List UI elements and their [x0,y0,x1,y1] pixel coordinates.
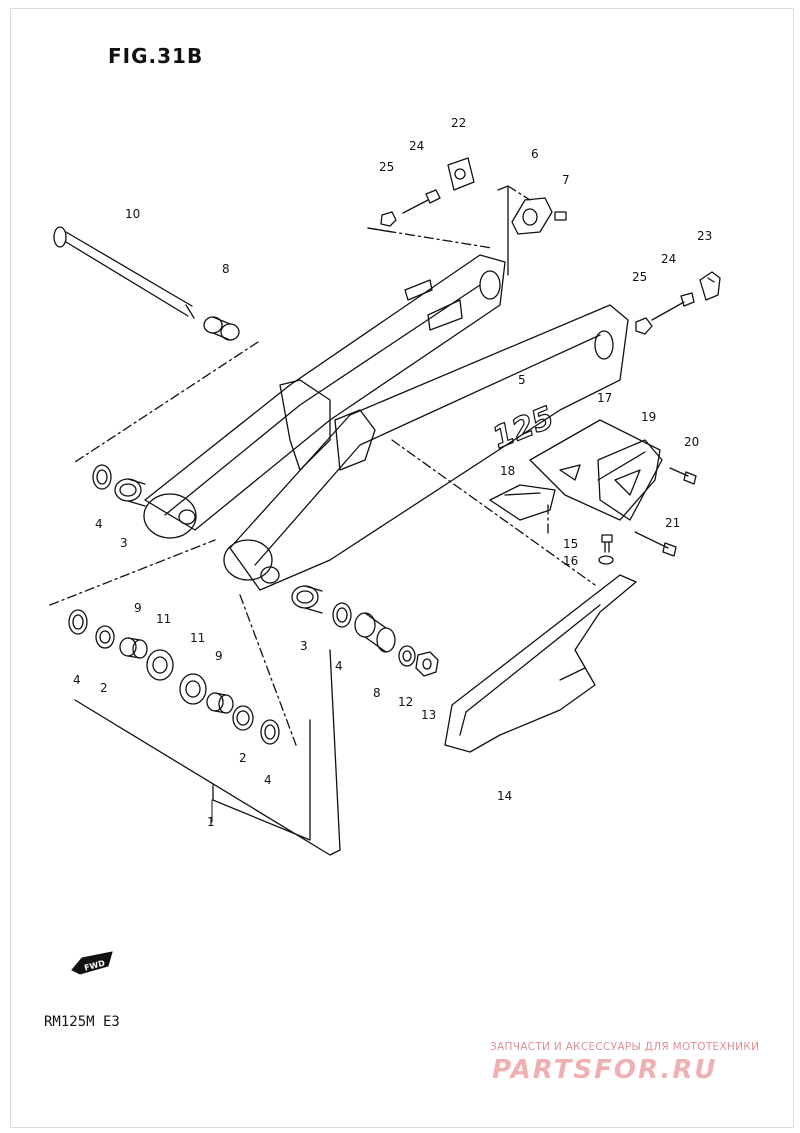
part-label-17: 17 [597,391,612,405]
washer-2b [232,705,254,731]
part-label-13: 13 [421,708,436,722]
pivot-bolt [53,226,195,319]
washer-16 [598,555,614,565]
part-label-25b: 25 [632,270,647,284]
part-labels: 1 2 2 3 3 4 4 4 4 5 6 7 8 8 9 9 10 11 11… [73,116,712,829]
bracket-lines [74,185,646,856]
plate-6 [511,197,553,235]
part-label-3a: 3 [120,536,128,550]
part-label-2a: 2 [100,681,108,695]
watermark-logo: PARTSFOR.RU [492,1055,718,1085]
nut-25a [380,211,397,227]
part-label-4c: 4 [335,659,343,673]
chain-buffer [444,574,637,753]
part-label-6: 6 [531,147,539,161]
part-label-5: 5 [518,373,526,387]
part-label-9b: 9 [215,649,223,663]
part-label-23: 23 [697,229,712,243]
part-label-11a: 11 [156,612,171,626]
seal-lower-left [68,609,88,635]
part-label-7: 7 [562,173,570,187]
part-label-8a: 8 [222,262,230,276]
washer-2a [95,625,115,649]
part-label-10: 10 [125,207,140,221]
part-label-24a: 24 [409,139,424,153]
part-label-2b: 2 [239,751,247,765]
watermark-tagline: ЗАПЧАСТИ И АКСЕССУАРЫ ДЛЯ МОТОТЕХНИКИ [490,1041,760,1053]
part-label-22: 22 [451,116,466,130]
part-label-1: 1 [207,815,215,829]
spacer-9b [206,692,234,714]
part-label-20: 20 [684,435,699,449]
bolt-7 [554,211,567,221]
washer-12 [398,645,416,667]
bolt-21 [634,531,677,557]
part-label-24b: 24 [661,252,676,266]
collar-right [354,612,396,653]
part-label-14: 14 [497,789,512,803]
part-label-9a: 9 [134,601,142,615]
seal-right [332,602,352,628]
collar-top [203,316,240,341]
bearing-right [291,585,323,614]
figure-title: FIG.31B [108,44,204,68]
part-label-4b: 4 [73,673,81,687]
model-code: RM125M E3 [44,1014,120,1030]
swingarm-marking: 125 [488,400,559,456]
part-label-21: 21 [665,516,680,530]
bolt-24b [651,292,695,321]
page-frame [10,8,794,1128]
part-label-15: 15 [563,537,578,551]
adjuster-22 [447,157,475,191]
seal-lower-mid [260,719,280,745]
cap-11b [179,673,207,705]
chain-guide [529,419,663,521]
part-label-8b: 8 [373,686,381,700]
part-label-4d: 4 [264,773,272,787]
nut-25b [635,317,653,335]
bearing-left [114,478,146,507]
bolt-20 [669,467,697,485]
part-label-12: 12 [398,695,413,709]
adjuster-23 [699,271,721,301]
plate-18 [489,484,556,521]
part-label-18: 18 [500,464,515,478]
bolt-15 [601,534,613,553]
spacer-9a [119,637,148,659]
nut-13 [415,651,439,677]
part-label-4a: 4 [95,517,103,531]
cap-11a [146,649,174,681]
swingarm: 125 [143,254,629,591]
part-label-11b: 11 [190,631,205,645]
part-label-16: 16 [563,554,578,568]
part-label-25a: 25 [379,160,394,174]
part-label-19: 19 [641,410,656,424]
fwd-arrow: FWD [71,951,113,975]
part-label-3b: 3 [300,639,308,653]
seal-left-top [92,464,112,490]
bolt-24a [402,189,441,214]
